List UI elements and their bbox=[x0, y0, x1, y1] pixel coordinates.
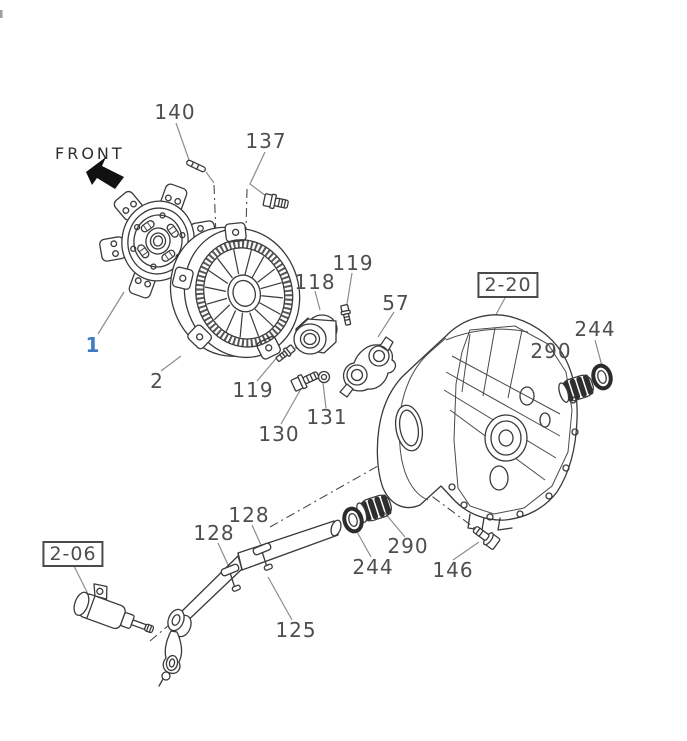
callout-140[interactable]: 140 bbox=[154, 100, 196, 124]
clutch-cover-drawing bbox=[169, 222, 301, 360]
edge-artifact bbox=[0, 10, 3, 18]
screw-119-upper-drawing bbox=[340, 304, 352, 326]
return-spring-lower-drawing bbox=[356, 494, 392, 523]
callout-1-highlighted[interactable]: 1 bbox=[85, 333, 101, 357]
callout-128-right[interactable]: 128 bbox=[228, 503, 270, 527]
callout-2[interactable]: 2 bbox=[150, 369, 164, 393]
release-fork-drawing bbox=[339, 336, 397, 398]
callout-290-lower[interactable]: 290 bbox=[387, 534, 429, 558]
front-direction-arrow-icon bbox=[86, 157, 124, 189]
release-bearing-drawing bbox=[293, 314, 338, 355]
callout-125[interactable]: 125 bbox=[275, 618, 317, 642]
callout-118[interactable]: 118 bbox=[294, 270, 336, 294]
washer-131-drawing bbox=[317, 370, 331, 384]
callout-146[interactable]: 146 bbox=[432, 558, 474, 582]
ref-box-2-06[interactable]: 2-06 bbox=[42, 541, 104, 567]
slave-cylinder-drawing bbox=[73, 583, 155, 634]
screw-119-lower-drawing bbox=[275, 344, 296, 362]
callout-128-left[interactable]: 128 bbox=[193, 521, 235, 545]
callout-244-right[interactable]: 244 bbox=[574, 317, 616, 341]
snap-pin-128-right-drawing bbox=[252, 542, 273, 571]
callout-130[interactable]: 130 bbox=[258, 422, 300, 446]
callout-119-lower[interactable]: 119 bbox=[232, 378, 274, 402]
return-spring-right-drawing bbox=[558, 374, 594, 403]
clutch-housing-drawing bbox=[376, 314, 579, 531]
callout-290-right[interactable]: 290 bbox=[530, 339, 572, 363]
callout-131[interactable]: 131 bbox=[306, 405, 348, 429]
bolt-130-drawing bbox=[290, 371, 320, 392]
front-direction-label: FRONT bbox=[55, 144, 125, 163]
callout-137[interactable]: 137 bbox=[245, 129, 287, 153]
bolt-146-drawing bbox=[472, 526, 501, 550]
snap-pin-128-left-drawing bbox=[220, 563, 241, 592]
bolt-137-drawing bbox=[262, 193, 289, 210]
callout-57[interactable]: 57 bbox=[382, 291, 410, 315]
callout-119-upper[interactable]: 119 bbox=[332, 251, 374, 275]
shift-shaft-drawing bbox=[158, 519, 342, 687]
oil-seal-right-drawing bbox=[591, 363, 613, 391]
ref-box-2-20[interactable]: 2-20 bbox=[477, 272, 539, 298]
callout-244-lower[interactable]: 244 bbox=[352, 555, 394, 579]
oil-seal-lower-drawing bbox=[342, 506, 364, 534]
dowel-pin-140-drawing bbox=[186, 159, 206, 173]
